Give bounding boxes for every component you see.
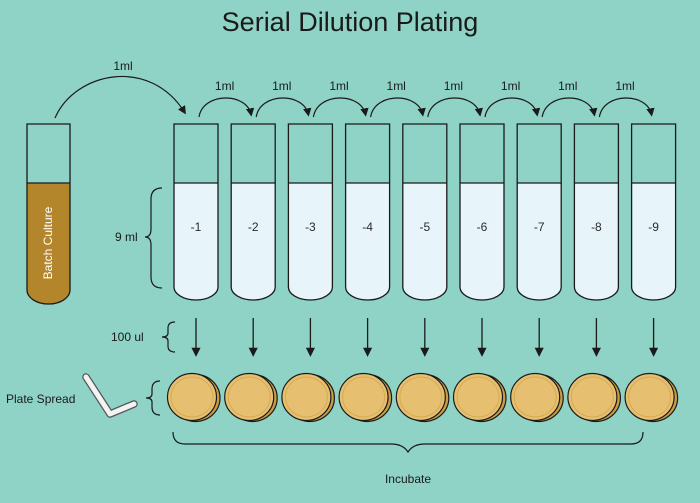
tube-liquid	[174, 183, 218, 300]
incubate-brace: Incubate	[172, 431, 644, 486]
tube-outline	[459, 123, 505, 301]
tube-liquid	[345, 183, 390, 300]
agar-plate	[281, 372, 335, 423]
spreader-label: Plate Spread	[6, 392, 75, 406]
page-title: Serial Dilution Plating	[222, 7, 479, 37]
dilution-tube: -6	[459, 123, 505, 301]
agar-plate	[510, 372, 564, 423]
agar-plates	[166, 372, 679, 423]
tube-liquid	[460, 183, 504, 300]
transfer-arrow: 1ml	[255, 79, 312, 118]
tube-liquid	[231, 183, 276, 300]
tube-outline	[402, 123, 448, 301]
tube-outline	[344, 123, 391, 301]
incubate-label: Incubate	[385, 472, 431, 486]
tube-outline	[630, 123, 677, 301]
tube-dilution-label: -4	[362, 220, 373, 234]
dilution-tube: -4	[344, 123, 391, 301]
transfer-arrows: 1ml 1ml 1ml 1ml 1ml 1ml 1ml 1ml	[198, 79, 655, 118]
transfer-arrow: 1ml	[370, 79, 426, 118]
tube-liquid	[631, 183, 676, 300]
aliquot-brace: 100 ul	[111, 321, 176, 353]
aliquot-arrows	[191, 318, 659, 357]
batch-culture-outline	[26, 123, 71, 305]
dilution-tube: -5	[402, 123, 448, 301]
transfer-arrow: 1ml	[484, 79, 541, 118]
batch-culture-label: Batch Culture	[41, 206, 55, 279]
tube-dilution-label: -7	[534, 220, 545, 234]
tube-dilution-label: -6	[477, 220, 488, 234]
transfer-arrow: 1ml	[541, 79, 598, 118]
volume-label: 9 ml	[115, 230, 138, 244]
tube-dilution-label: -8	[591, 220, 602, 234]
agar-plate	[338, 372, 393, 423]
transfer-arrow: 1ml	[598, 79, 655, 118]
spreader-icon: Plate Spread	[6, 373, 138, 418]
transfer-label: 1ml	[387, 79, 406, 93]
dilution-tube: -8	[573, 123, 620, 301]
transfer-arrow: 1ml	[198, 79, 255, 118]
dilution-tube: -3	[287, 123, 334, 301]
tube-dilution-label: -3	[305, 220, 316, 234]
aliquot-label: 100 ul	[111, 330, 144, 344]
transfer-label: 1ml	[501, 79, 520, 93]
tube-outline	[230, 123, 276, 301]
batch-culture-tube: Batch Culture	[26, 123, 71, 305]
tube-liquid	[517, 183, 562, 300]
dilution-tube: -1	[173, 123, 219, 301]
transfer-arrow: 1ml	[427, 79, 483, 118]
transfer-label: 1ml	[444, 79, 463, 93]
dilution-tube: -9	[630, 123, 677, 301]
transfer-label: 1ml	[272, 79, 291, 93]
dilution-tubes: -1 -2 -3 -4 -5 -6 -7 -8 -9	[173, 123, 677, 301]
transfer-label: 1ml	[615, 79, 634, 93]
agar-plate	[567, 372, 622, 423]
tube-dilution-label: -9	[648, 220, 659, 234]
transfer-label: 1ml	[329, 79, 348, 93]
tube-outline	[287, 123, 334, 301]
transfer-label: 1ml	[215, 79, 234, 93]
transfer-label: 1ml	[558, 79, 577, 93]
dilution-tube: -2	[230, 123, 276, 301]
batch-culture-liquid	[27, 183, 70, 304]
tube-liquid	[288, 183, 333, 300]
tube-outline	[516, 123, 562, 301]
agar-plate	[395, 372, 450, 423]
dilution-tube: -7	[516, 123, 562, 301]
tube-liquid	[402, 183, 447, 300]
agar-plate	[166, 372, 221, 423]
tube-dilution-label: -2	[248, 220, 259, 234]
tube-dilution-label: -5	[419, 220, 430, 234]
tube-outline	[573, 123, 620, 301]
agar-plate	[624, 372, 679, 423]
volume-brace: 9 ml	[115, 187, 163, 289]
agar-plate	[452, 372, 507, 423]
source-transfer-arrow: 1ml	[54, 59, 186, 119]
tube-dilution-label: -1	[191, 220, 202, 234]
tube-liquid	[574, 183, 619, 300]
transfer-arrow: 1ml	[312, 79, 369, 118]
source-transfer-label: 1ml	[113, 59, 132, 73]
plate-brace	[145, 380, 161, 416]
tube-outline	[173, 123, 219, 301]
agar-plate	[224, 372, 278, 423]
